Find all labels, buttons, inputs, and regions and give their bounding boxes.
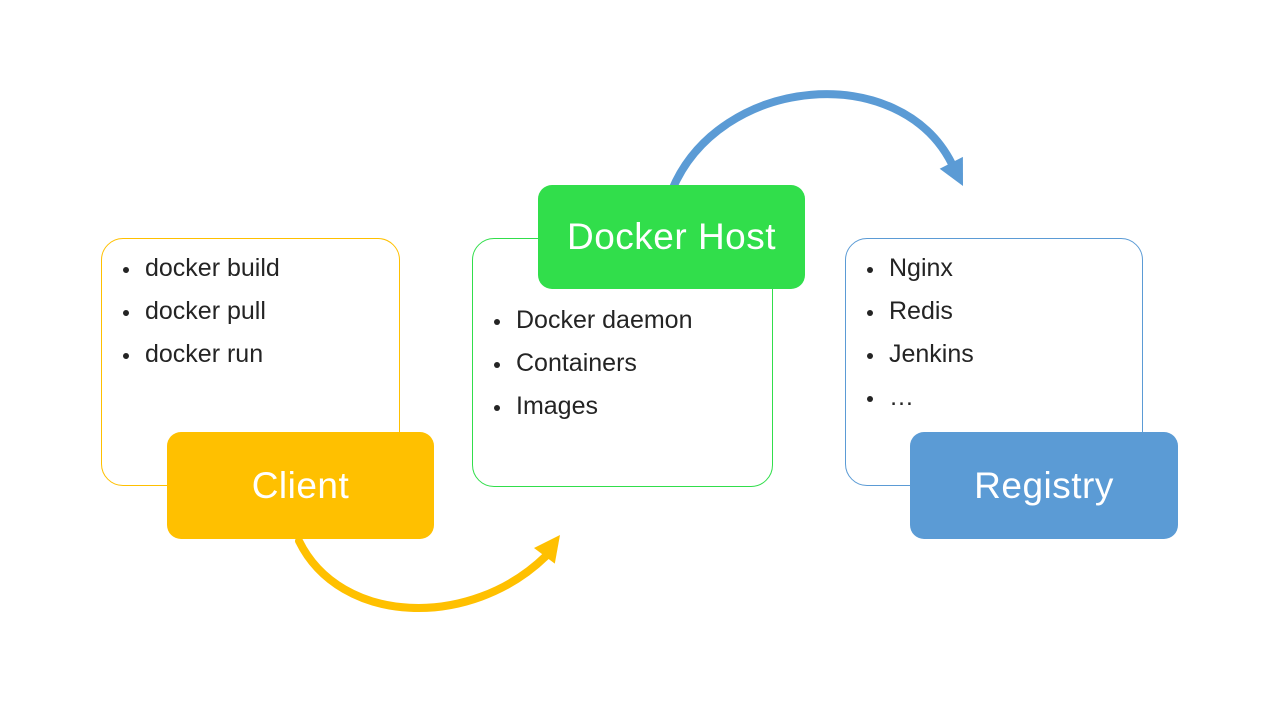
- arrow-docker-host-to-registry-head: [939, 156, 963, 186]
- arrow-docker-host-to-registry: [668, 90, 963, 194]
- docker-host-node-label: Docker Host: [566, 216, 777, 257]
- list-item: Containers: [513, 342, 764, 385]
- arrow-client-to-docker-host-curve: [295, 537, 550, 612]
- registry-list: Nginx Redis Jenkins …: [846, 239, 1142, 419]
- arrow-client-to-docker-host-head: [534, 535, 560, 564]
- client-commands-list: docker build docker pull docker run: [102, 239, 399, 376]
- list-item: …: [886, 376, 1134, 419]
- list-item: Jenkins: [886, 333, 1134, 376]
- docker-host-list: Docker daemon Containers Images: [473, 239, 772, 428]
- docker-host-node: Docker Host: [538, 185, 805, 289]
- list-item: Nginx: [886, 247, 1134, 290]
- list-item: Redis: [886, 290, 1134, 333]
- list-item: docker run: [142, 333, 391, 376]
- list-item: Docker daemon: [513, 299, 764, 342]
- client-node: Client: [167, 432, 434, 539]
- list-item: docker pull: [142, 290, 391, 333]
- list-item: docker build: [142, 247, 391, 290]
- client-node-label: Client: [251, 464, 350, 506]
- registry-node-label: Registry: [974, 464, 1114, 506]
- registry-node: Registry: [910, 432, 1178, 539]
- arrow-client-to-docker-host: [295, 535, 560, 612]
- list-item: Images: [513, 385, 764, 428]
- arrow-docker-host-to-registry-curve: [668, 90, 956, 194]
